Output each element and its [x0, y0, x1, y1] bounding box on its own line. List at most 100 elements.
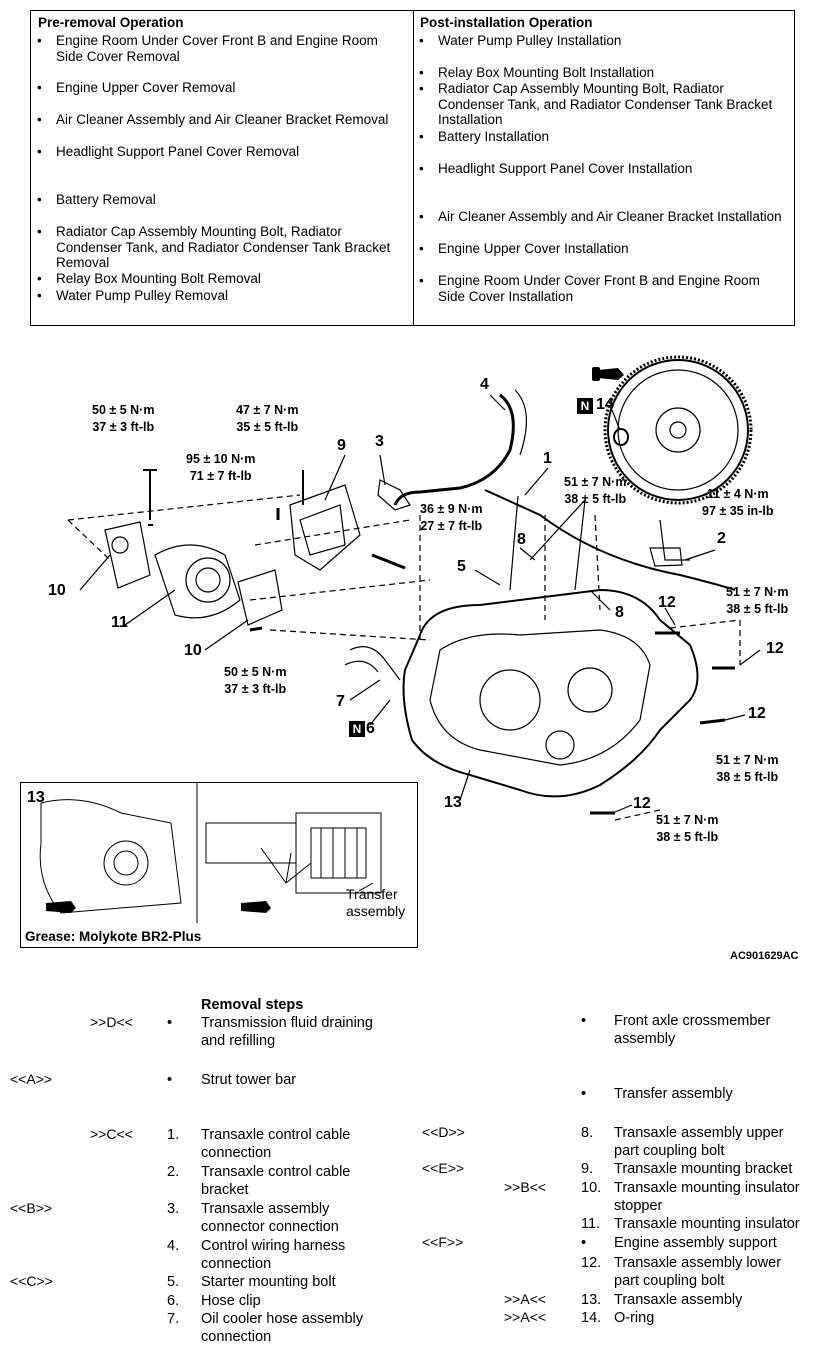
step-mark: >>C<< [90, 1126, 133, 1142]
grease-inset: 13 Transfer assembly Grease: Molykote BR… [20, 782, 418, 948]
step-number: 6. [167, 1293, 180, 1309]
step-text: Strut tower bar [201, 1072, 297, 1088]
step-number: 10. [581, 1180, 602, 1196]
step-number: 8. [581, 1125, 594, 1141]
torque-spec: 50 ± 5 N·m 37 ± 3 ft-lb [224, 665, 287, 696]
step-number: • [581, 1013, 587, 1029]
step-number: 12. [581, 1255, 602, 1271]
step-mark: <<F>> [422, 1234, 464, 1250]
step-number: 5. [167, 1274, 180, 1290]
post-installation-item: Engine Upper Cover Installation [419, 241, 788, 257]
post-installation-title: Post-installation Operation [420, 15, 593, 30]
step-number: • [581, 1086, 587, 1102]
step-mark: >>A<< [504, 1291, 547, 1307]
callout-8: 8 [517, 531, 526, 548]
step-mark: >>D<< [90, 1014, 133, 1030]
callout-2: 2 [717, 530, 726, 547]
post-installation-item: Water Pump Pulley Installation [419, 33, 788, 49]
step-text: Transaxle assembly lower part coupling b… [614, 1255, 782, 1289]
post-installation-item: Radiator Cap Assembly Mounting Bolt, Rad… [419, 81, 783, 128]
pre-removal-item: Air Cleaner Assembly and Air Cleaner Bra… [37, 112, 401, 128]
pre-removal-item: Water Pump Pulley Removal [37, 288, 401, 304]
torque-spec: 47 ± 7 N·m 35 ± 5 ft-lb [236, 403, 299, 434]
step-number: 2. [167, 1164, 180, 1180]
torque-spec: 11 ± 4 N·m 97 ± 35 in-lb [702, 487, 774, 518]
step-text: Hose clip [201, 1293, 261, 1309]
step-mark: <<A>> [10, 1071, 53, 1087]
callout-6: 6 [366, 720, 375, 737]
step-text: O-ring [614, 1310, 655, 1326]
operations-table: Pre-removal Operation Engine Room Under … [30, 10, 795, 326]
n-mark-14: N [577, 398, 593, 414]
post-installation-column: Post-installation Operation Water Pump P… [413, 11, 794, 325]
inset-illustration [39, 783, 382, 923]
torque-spec: 51 ± 7 N·m 38 ± 5 ft-lb [716, 753, 779, 784]
pre-removal-title: Pre-removal Operation [38, 15, 184, 30]
step-number: 14. [581, 1310, 602, 1326]
step-number: 3. [167, 1201, 180, 1217]
step-number: • [167, 1072, 173, 1088]
torque-spec: 50 ± 5 N·m 37 ± 3 ft-lb [92, 403, 155, 434]
torque-spec: 51 ± 7 N·m 38 ± 5 ft-lb [656, 813, 719, 844]
post-installation-item: Air Cleaner Assembly and Air Cleaner Bra… [419, 209, 793, 225]
step-text: Engine assembly support [614, 1235, 777, 1251]
removal-steps-heading: Removal steps [201, 997, 304, 1013]
torque-spec: 95 ± 10 N·m 71 ± 7 ft-lb [186, 452, 256, 483]
pre-removal-item: Headlight Support Panel Cover Removal [37, 144, 401, 160]
step-text: Front axle crossmember assembly [614, 1013, 771, 1047]
callout-3: 3 [375, 433, 384, 450]
post-installation-item: Headlight Support Panel Cover Installati… [419, 161, 788, 177]
step-text: Transaxle assembly [614, 1292, 743, 1308]
torque-spec: 51 ± 7 N·m 38 ± 5 ft-lb [564, 475, 627, 506]
pre-removal-item: Engine Room Under Cover Front B and Engi… [37, 33, 401, 64]
pre-removal-column: Pre-removal Operation Engine Room Under … [31, 11, 414, 325]
step-number: 13. [581, 1292, 602, 1308]
step-text: Transaxle assembly upper part coupling b… [614, 1125, 784, 1159]
callout-13: 13 [444, 794, 462, 811]
pre-removal-item: Battery Removal [37, 192, 401, 208]
step-text: Transaxle mounting insulator stopper [614, 1180, 800, 1214]
step-text: Transaxle control cable bracket [201, 1164, 351, 1198]
callout-12: 12 [748, 705, 766, 722]
post-installation-item: Relay Box Mounting Bolt Installation [419, 65, 788, 81]
grease-label: Grease: Molykote BR2-Plus [25, 929, 202, 944]
callout-12: 12 [633, 795, 651, 812]
step-number: 1. [167, 1127, 180, 1143]
callout-7: 7 [336, 693, 345, 710]
callout-5: 5 [457, 558, 466, 575]
torque-spec: 51 ± 7 N·m 38 ± 5 ft-lb [726, 585, 789, 616]
pre-removal-item: Radiator Cap Assembly Mounting Bolt, Rad… [37, 224, 401, 271]
pre-removal-item: Engine Upper Cover Removal [37, 80, 401, 96]
step-number: • [581, 1235, 587, 1251]
step-mark: <<E>> [422, 1160, 465, 1176]
step-mark: <<B>> [10, 1200, 53, 1216]
callout-1: 1 [543, 450, 552, 467]
n-mark-6: N [349, 721, 365, 737]
callout-9: 9 [337, 437, 346, 454]
figure-code: AC901629AC [730, 950, 799, 962]
torque-spec: 36 ± 9 N·m 27 ± 7 ft-lb [420, 502, 483, 533]
step-text: Transaxle mounting bracket [614, 1161, 793, 1177]
callout-14: 14 [596, 396, 614, 413]
step-text: Transfer assembly [614, 1086, 733, 1102]
step-mark: <<D>> [422, 1124, 465, 1140]
step-mark: >>B<< [504, 1179, 547, 1195]
callout-8: 8 [615, 604, 624, 621]
callout-10: 10 [48, 582, 66, 599]
step-text: Transaxle mounting insulator [614, 1216, 800, 1232]
transaxle-exploded-diagram [67, 355, 761, 821]
step-number: • [167, 1015, 173, 1031]
step-mark: >>A<< [504, 1309, 547, 1325]
post-installation-item: Battery Installation [419, 129, 788, 145]
step-mark: <<C>> [10, 1273, 53, 1289]
callout-12: 12 [658, 594, 676, 611]
step-text: Oil cooler hose assembly connection [201, 1311, 363, 1345]
callout-12: 12 [766, 640, 784, 657]
step-text: Transaxle control cable connection [201, 1127, 351, 1161]
post-installation-item: Engine Room Under Cover Front B and Engi… [419, 273, 783, 304]
callout-13-inset: 13 [27, 789, 45, 806]
step-text: Transmission fluid draining and refillin… [201, 1015, 373, 1049]
pre-removal-item: Relay Box Mounting Bolt Removal [37, 271, 401, 287]
transfer-assembly-label: Transfer assembly [346, 886, 406, 919]
step-text: Transaxle assembly connector connection [201, 1201, 339, 1235]
